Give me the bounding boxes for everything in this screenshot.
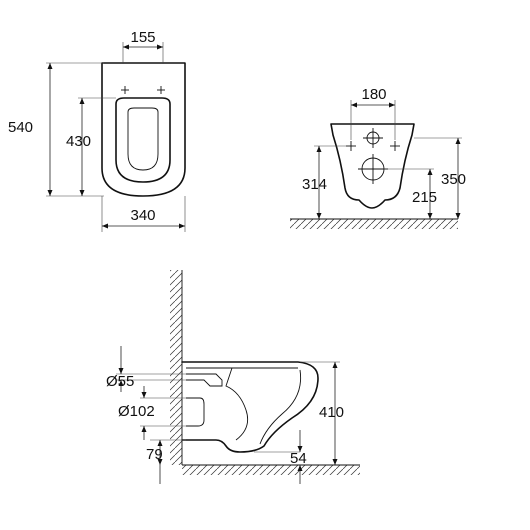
dim-outlet-diameter: Ø102 — [118, 403, 155, 420]
front-view-floor-hatching — [290, 219, 458, 229]
dim-bowl-length: 430 — [66, 133, 91, 150]
dim-side-height: 410 — [319, 404, 344, 421]
dim-total-height: 350 — [441, 171, 466, 188]
dim-overall-width: 340 — [130, 207, 155, 224]
top-view-seat-opening — [115, 97, 171, 183]
dim-seat-width: 155 — [130, 29, 155, 46]
side-view-wall-hatching — [170, 270, 182, 465]
dim-wall-offset: 54 — [290, 450, 307, 467]
dim-inlet-diameter: Ø55 — [106, 373, 134, 390]
top-view-inner-rim — [127, 107, 159, 171]
side-view: Ø55 Ø102 79 54 410 — [106, 270, 360, 484]
dim-outlet-height: 215 — [412, 189, 437, 206]
front-view: 180 314 350 215 — [290, 86, 466, 229]
dim-outlet-bottom: 79 — [146, 446, 163, 463]
dim-total-length: 540 — [8, 119, 33, 136]
front-view-bracket-holes — [346, 141, 400, 151]
top-view: 155 540 430 340 — [8, 29, 186, 232]
side-view-floor-hatching — [182, 465, 360, 475]
top-view-pan-outline — [101, 62, 186, 197]
top-view-hinge-marks — [121, 86, 165, 94]
side-view-outlet — [186, 397, 205, 427]
dim-bracket-height: 314 — [302, 176, 327, 193]
side-view-body-outline — [181, 361, 319, 453]
side-view-trap-line — [225, 367, 249, 441]
front-view-body-outline — [330, 123, 415, 209]
side-view-inlet — [186, 373, 223, 387]
dim-bracket-spacing: 180 — [361, 86, 386, 103]
front-view-outlet-hole — [358, 154, 388, 184]
front-view-inlet-hole — [363, 128, 383, 148]
